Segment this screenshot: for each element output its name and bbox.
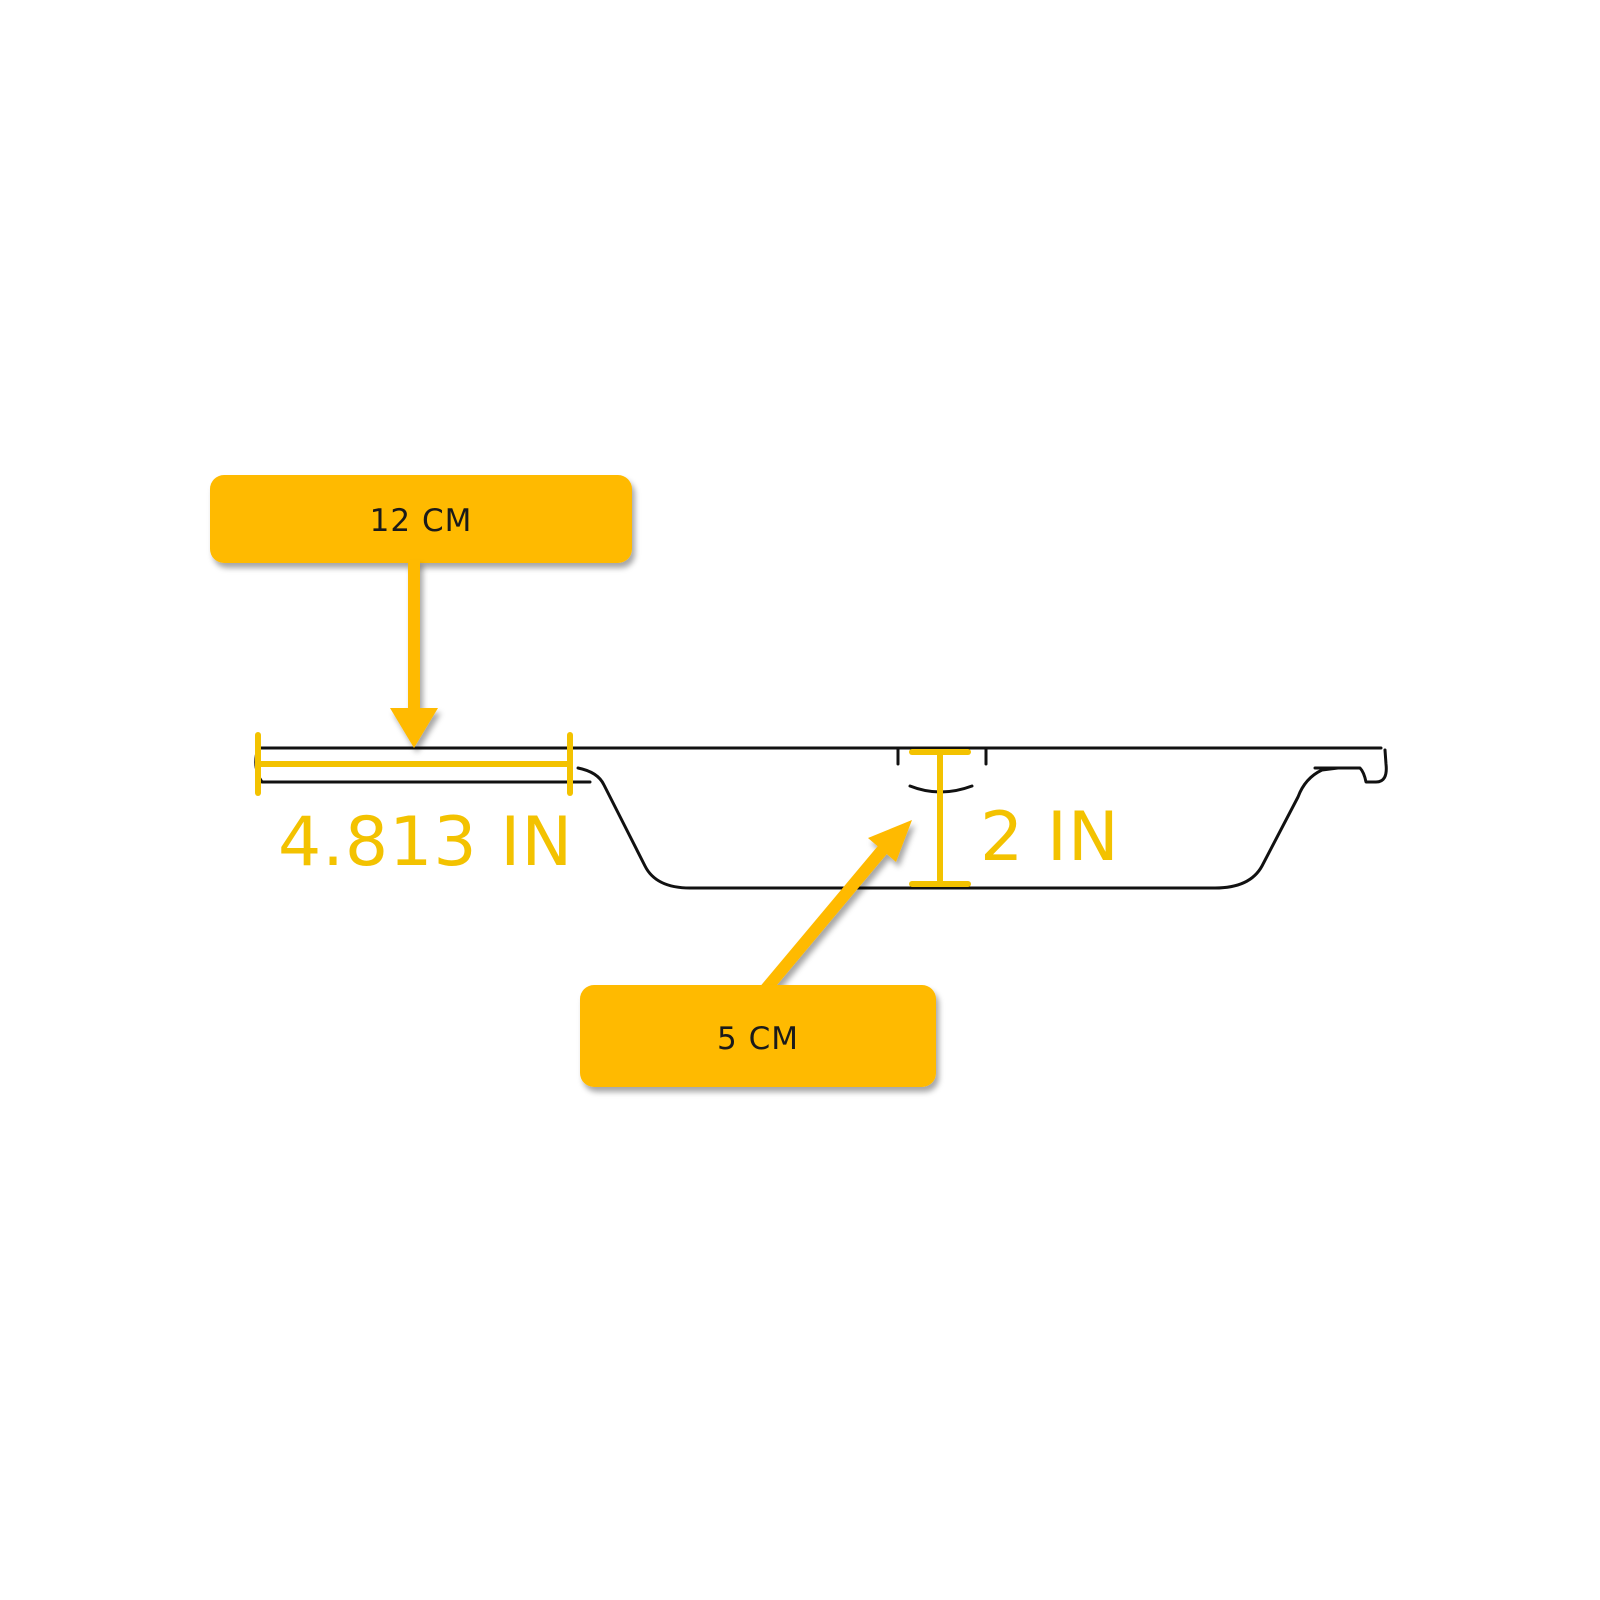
- callout-bottom-arrow: [759, 820, 912, 996]
- callout-box-bottom: [580, 985, 936, 1087]
- callout-top-label: 12 CM: [370, 503, 473, 539]
- callout-bottom-label: 5 CM: [717, 1021, 799, 1057]
- handle-length-callout: 12 CM: [210, 475, 632, 748]
- handle-length-dimension: [255, 732, 573, 796]
- callout-top-arrow: [390, 560, 438, 748]
- callout-box-top: [210, 475, 632, 563]
- pan-spout-lip: [1313, 748, 1388, 784]
- handle-length-in-label: 4.813 IN: [278, 803, 573, 882]
- depth-in-label: 2 IN: [980, 798, 1120, 877]
- depth-callout: 5 CM: [580, 820, 936, 1087]
- depth-dimension: [909, 749, 971, 887]
- pan-bowl: [576, 766, 1340, 890]
